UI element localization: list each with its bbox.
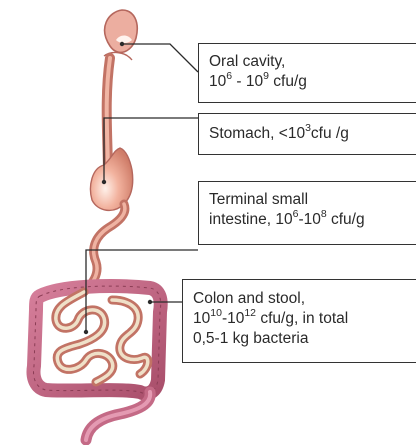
callout-oral-line2: 106 - 109 cfu/g [209, 72, 416, 92]
callout-small-line2: intestine, 106-108 cfu/g [209, 210, 416, 230]
callout-colon-line2: 1010-1012 cfu/g, in total [193, 309, 416, 329]
stomach-unit: cfu /g [311, 125, 349, 142]
leader-oral [122, 44, 198, 72]
oral-exp-b: 9 [263, 70, 269, 82]
oral-base-a: 10 [209, 73, 226, 90]
oral-cavity-shape [104, 10, 137, 60]
stomach-prefix: Stomach, <10 [209, 125, 305, 142]
leader-dot-colon [148, 300, 152, 304]
oral-base-b: 10 [246, 73, 263, 90]
callout-stomach: Stomach, <103cfu /g [198, 113, 416, 155]
stomach-exp: 3 [305, 122, 311, 134]
colon-base-a: 10 [193, 310, 210, 327]
callout-stomach-line1: Stomach, <103cfu /g [209, 124, 416, 144]
small-exp-a: 6 [293, 208, 299, 220]
callout-colon: Colon and stool, 1010-1012 cfu/g, in tot… [182, 279, 416, 363]
duodenum-shape [84, 204, 125, 292]
callout-oral-line1: Oral cavity, [209, 52, 416, 72]
small-unit: cfu/g [327, 211, 365, 228]
callout-colon-line3: 0,5-1 kg bacteria [193, 329, 416, 349]
callout-small-intestine: Terminal small intestine, 106-108 cfu/g [198, 181, 416, 245]
leader-dot-small-intestine [84, 330, 88, 334]
leader-dot-stomach [102, 180, 106, 184]
oral-unit: cfu/g [269, 73, 307, 90]
oral-exp-a: 6 [226, 70, 232, 82]
leader-dot-oral [120, 42, 124, 46]
colon-exp-b: 12 [244, 307, 256, 319]
colon-mid: -10 [222, 310, 244, 327]
colon-exp-a: 10 [210, 307, 222, 319]
colon-unit: cfu/g, in total [256, 310, 348, 327]
small-intestine-shape [56, 292, 148, 382]
oral-sep: - [232, 73, 246, 90]
callout-colon-line1: Colon and stool, [193, 289, 416, 309]
small-exp-b: 8 [321, 208, 327, 220]
small-prefix: intestine, 10 [209, 211, 293, 228]
callout-oral-cavity: Oral cavity, 106 - 109 cfu/g [198, 43, 416, 103]
callout-small-line1: Terminal small [209, 190, 416, 210]
small-mid: -10 [298, 211, 320, 228]
